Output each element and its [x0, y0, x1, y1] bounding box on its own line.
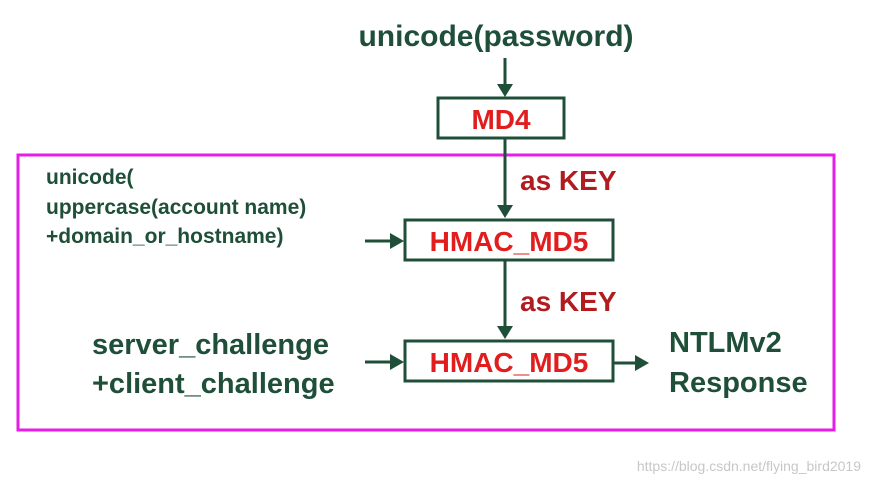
arrow-challenge-to-hmac2 — [365, 354, 404, 370]
arrow-account-to-hmac1 — [365, 233, 404, 249]
md4-box: MD4 — [436, 96, 566, 140]
output-line2: Response — [669, 367, 808, 399]
as-key-label-2: as KEY — [520, 286, 617, 317]
hmac-md5-label-2: HMAC_MD5 — [430, 347, 589, 378]
arrow-hmac1-to-hmac2 — [497, 260, 513, 339]
hmac-md5-box-1: HMAC_MD5 — [403, 218, 615, 262]
challenge-input-line2: +client_challenge — [92, 368, 335, 400]
account-input-line1: unicode( — [46, 166, 134, 189]
arrow-password-to-md4 — [497, 58, 513, 97]
md4-label: MD4 — [471, 104, 531, 135]
hmac-md5-box-2: HMAC_MD5 — [403, 339, 615, 383]
watermark-text: https://blog.csdn.net/flying_bird2019 — [637, 458, 861, 474]
hmac-md5-label-1: HMAC_MD5 — [430, 226, 589, 257]
as-key-label-1: as KEY — [520, 165, 617, 196]
arrow-md4-to-hmac1 — [497, 138, 513, 218]
password-input-label: unicode(password) — [358, 20, 633, 53]
arrow-hmac2-to-output — [613, 355, 649, 371]
challenge-input-line1: server_challenge — [92, 329, 329, 361]
account-input-line3: +domain_or_hostname) — [46, 225, 283, 248]
hmac-section-frame — [16, 153, 836, 432]
output-line1: NTLMv2 — [669, 327, 782, 359]
account-input-line2: uppercase(account name) — [46, 196, 306, 219]
